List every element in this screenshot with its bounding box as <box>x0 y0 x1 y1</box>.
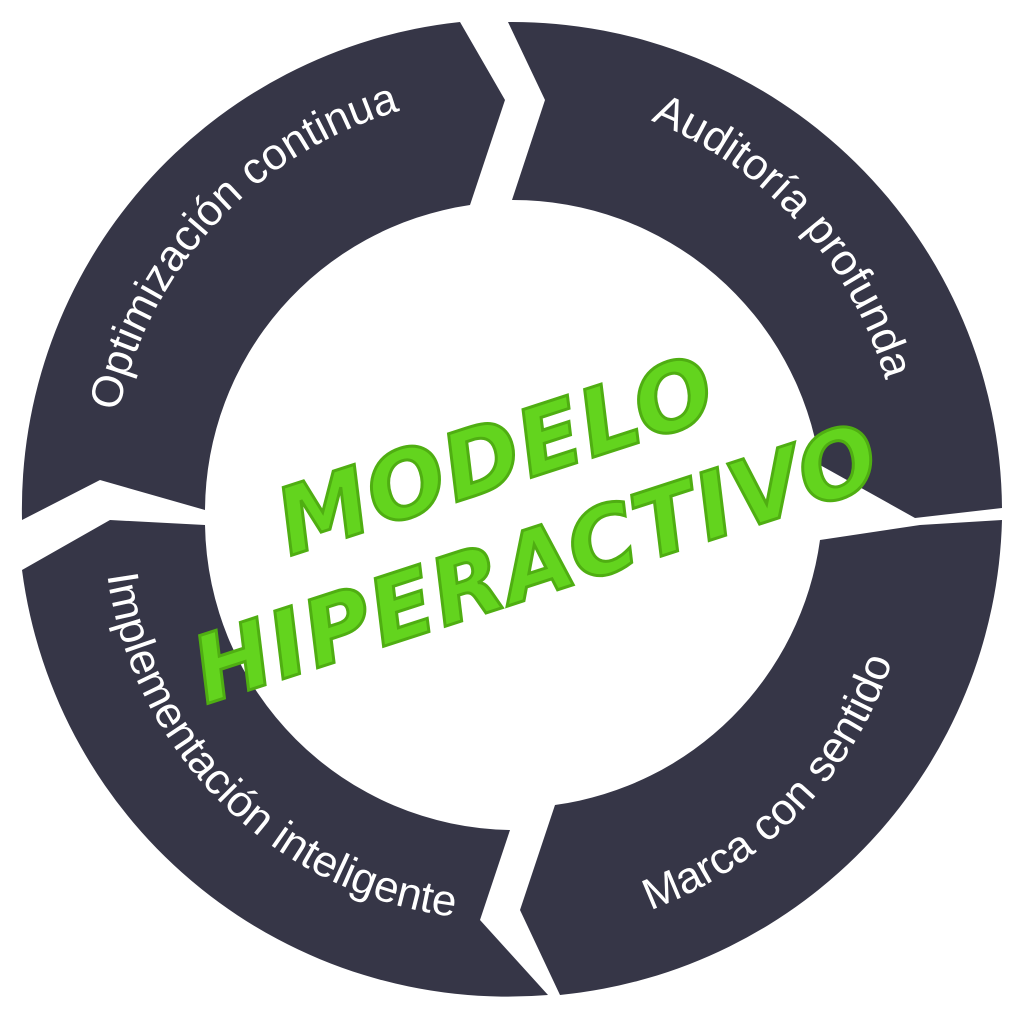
segment-auditoria <box>508 21 1002 519</box>
segment-marca <box>520 520 1002 995</box>
segments-layer <box>21 21 1002 997</box>
segment-optimizacion <box>21 22 506 520</box>
segment-implementacion <box>22 520 548 997</box>
